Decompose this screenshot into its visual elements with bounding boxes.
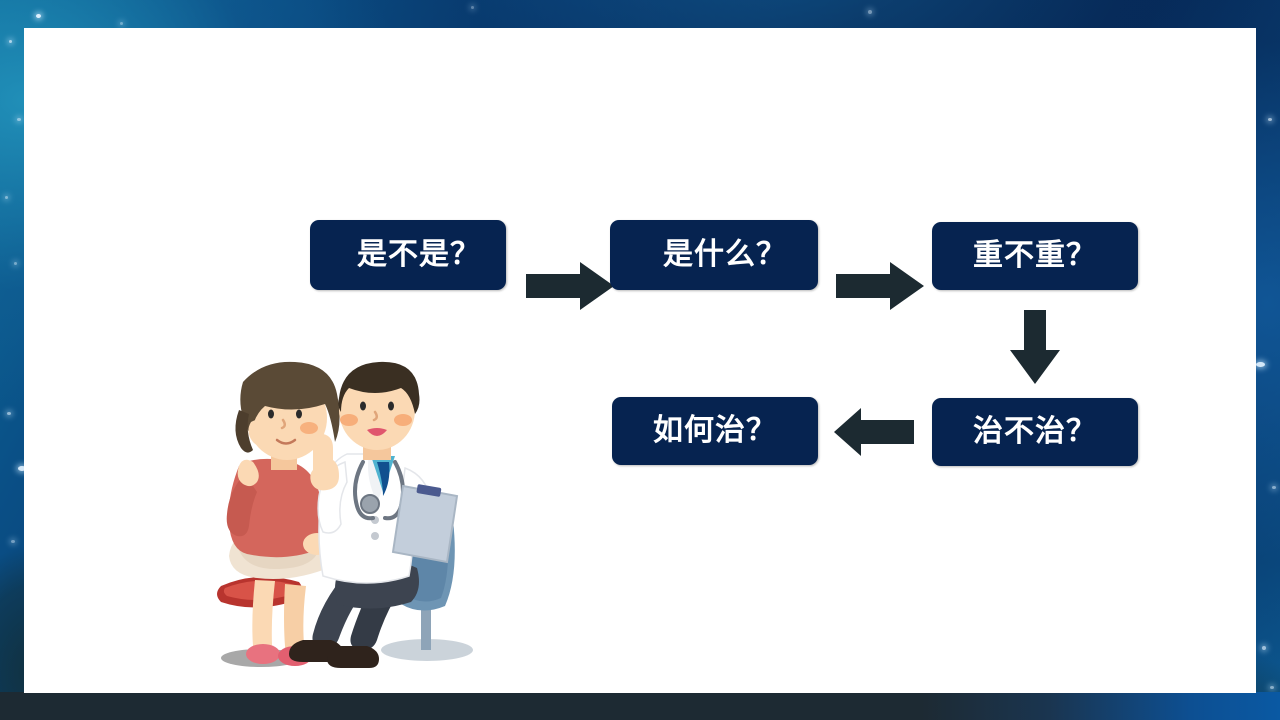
background-star: [7, 412, 11, 415]
background-star: [11, 540, 15, 543]
flow-node-shi-bu-shi[interactable]: 是不是？: [310, 220, 506, 290]
background-star: [1270, 686, 1274, 689]
flow-arrow-right-1: [526, 262, 614, 310]
flow-arrow-left: [834, 408, 914, 456]
background-star: [1272, 486, 1276, 489]
background-star: [36, 14, 41, 18]
background-star: [14, 262, 17, 265]
background-star: [18, 466, 26, 471]
content-card: 是不是？ 是什么？ 重不重？ 治不治？: [24, 28, 1256, 693]
flow-node-shi-shen-me[interactable]: 是什么？: [610, 220, 818, 290]
flow-node-label: 重不重？: [973, 238, 1097, 274]
flow-node-label: 是什么？: [663, 237, 787, 273]
flow-arrow-down: [1010, 310, 1060, 384]
background-star: [5, 196, 8, 199]
flow-node-ru-he-zhi[interactable]: 如何治？: [612, 397, 818, 465]
background-star: [868, 10, 872, 14]
flow-node-zhong-bu-zhong[interactable]: 重不重？: [932, 222, 1138, 290]
doctor-and-patient-illustration: [199, 358, 519, 680]
background-star: [120, 22, 123, 25]
background-star: [9, 40, 12, 43]
background-star: [1268, 118, 1272, 121]
footer-band: [0, 692, 1280, 720]
background-star: [17, 118, 21, 121]
background-star: [1262, 646, 1266, 650]
patient-woman-figure: [217, 361, 340, 667]
flow-arrow-right-2: [836, 262, 924, 310]
flow-node-label: 治不治？: [973, 414, 1097, 450]
flow-node-zhi-bu-zhi[interactable]: 治不治？: [932, 398, 1138, 466]
flow-node-label: 如何治？: [653, 413, 777, 449]
flow-node-label: 是不是？: [357, 237, 481, 273]
background-star: [471, 6, 474, 9]
doctor-man-figure: [289, 361, 473, 668]
background-star: [1256, 362, 1265, 367]
